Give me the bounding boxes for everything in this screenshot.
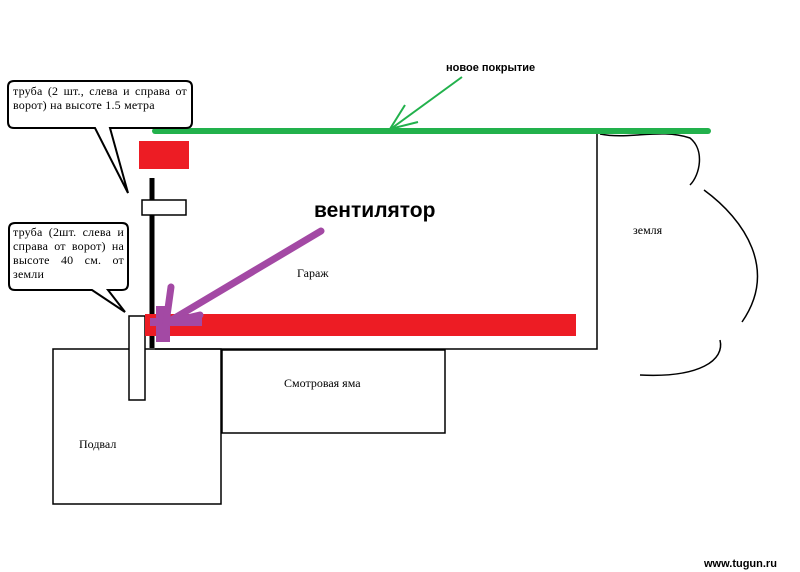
- callout-upper-text: труба (2 шт., слева и справа от ворот) н…: [13, 84, 187, 112]
- lower-red-bar: [145, 314, 576, 336]
- earth-curve-bottom: [639, 339, 722, 377]
- upper-red-block: [139, 141, 189, 169]
- earth-label: земля: [633, 223, 663, 237]
- upper-pipe: [141, 199, 187, 216]
- garage-label: Гараж: [297, 266, 329, 280]
- earth-curve-top: [599, 133, 701, 186]
- callout-lower-text: труба (2шт. слева и справа от ворот) на …: [13, 225, 124, 281]
- fan-arrow-head: [162, 283, 204, 327]
- fan-arrow-shaft: [164, 227, 325, 326]
- earth-curve-right: [703, 189, 759, 323]
- basement-label: Подвал: [79, 437, 116, 451]
- new-cover-label: новое покрытие: [446, 62, 535, 74]
- watermark: www.tugun.ru: [703, 558, 777, 570]
- pit-label: Смотровая яма: [284, 376, 361, 390]
- fan-label: вентилятор: [314, 199, 435, 222]
- lower-pipe-vertical: [128, 315, 146, 401]
- new-cover-arrow-head: [387, 104, 419, 131]
- new-cover-arrow-shaft: [391, 76, 463, 129]
- inspection-pit: [221, 349, 446, 434]
- callout-lower-box: [8, 222, 129, 313]
- callout-upper-box: [7, 80, 193, 194]
